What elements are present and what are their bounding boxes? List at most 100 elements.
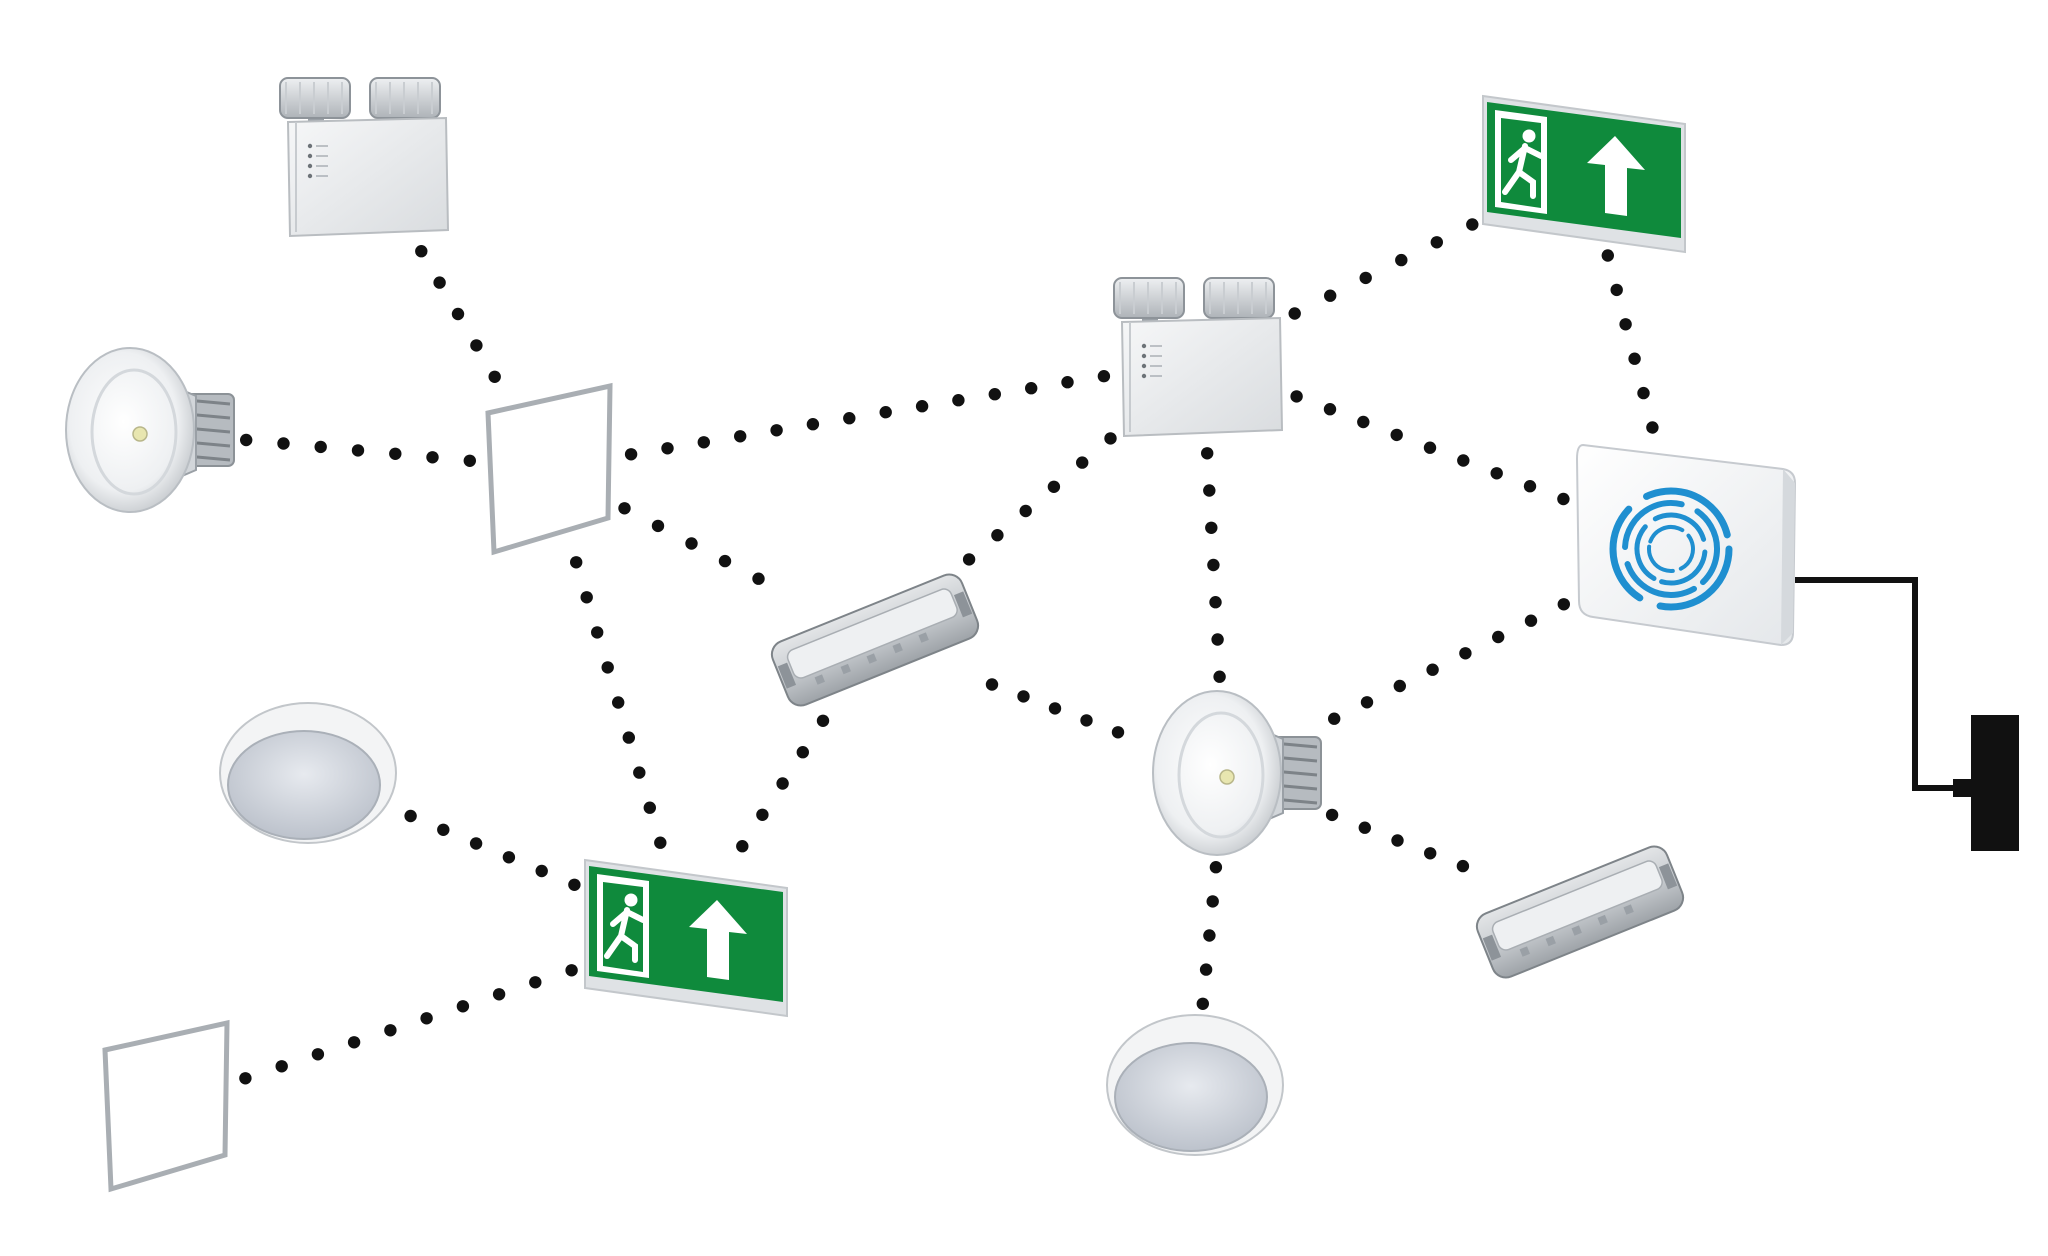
link-dot bbox=[469, 837, 483, 850]
link-dot bbox=[1328, 712, 1341, 725]
link-dot bbox=[1205, 521, 1218, 534]
link-dot bbox=[1201, 447, 1214, 460]
link-dot bbox=[488, 370, 501, 383]
link-dot bbox=[991, 529, 1004, 542]
link-dot bbox=[962, 553, 976, 566]
link-dot bbox=[843, 412, 856, 425]
emergency-downlight-icon bbox=[1152, 690, 1322, 856]
link-dot bbox=[796, 746, 809, 759]
running-man-exit-sign-icon bbox=[584, 858, 788, 1018]
link-dot bbox=[1466, 218, 1479, 231]
link-dot bbox=[591, 626, 604, 639]
link-dot bbox=[643, 801, 656, 814]
link-twinspot-2-to-exit-sign-1 bbox=[1288, 218, 1479, 320]
wall-socket-icon bbox=[1953, 715, 2019, 851]
link-dot bbox=[601, 661, 614, 674]
link-dot bbox=[314, 440, 327, 454]
link-dot bbox=[1456, 859, 1470, 873]
link-dot bbox=[1111, 726, 1125, 739]
link-dot bbox=[1430, 236, 1444, 249]
link-dot bbox=[718, 554, 732, 568]
link-exit-sign-2-to-panel-2 bbox=[239, 964, 578, 1085]
link-dot bbox=[1423, 441, 1437, 454]
link-dot bbox=[433, 276, 446, 289]
link-dot bbox=[384, 1024, 397, 1037]
bulkhead-light-icon bbox=[1475, 845, 1685, 979]
link-downlight-2-to-bulkhead-2 bbox=[1325, 808, 1470, 873]
link-bulkhead-1-to-downlight-2 bbox=[985, 678, 1125, 739]
link-dot bbox=[624, 448, 638, 461]
link-dot bbox=[1523, 480, 1537, 493]
link-dot bbox=[952, 394, 965, 407]
link-dot bbox=[1393, 679, 1407, 693]
link-dot bbox=[535, 864, 548, 878]
link-dot bbox=[1211, 633, 1224, 646]
link-dot bbox=[879, 406, 892, 419]
link-dot bbox=[633, 766, 646, 779]
link-dot bbox=[389, 447, 402, 460]
link-dot bbox=[1426, 663, 1439, 676]
link-dot bbox=[275, 1060, 288, 1073]
link-dot bbox=[437, 823, 450, 836]
link-dot bbox=[347, 1036, 361, 1049]
twin-spot-emergency-light-icon bbox=[279, 77, 450, 238]
link-dot bbox=[1557, 492, 1570, 506]
link-dot bbox=[1209, 596, 1222, 609]
link-dot bbox=[529, 976, 542, 989]
power-cable bbox=[1795, 577, 1975, 791]
link-dot bbox=[1357, 415, 1370, 429]
link-dot bbox=[1610, 283, 1623, 297]
link-dot bbox=[1025, 382, 1038, 395]
link-dot bbox=[770, 424, 783, 437]
link-dot bbox=[239, 1072, 252, 1085]
link-dot bbox=[756, 808, 769, 821]
link-dot bbox=[1047, 480, 1061, 493]
link-dot bbox=[1199, 963, 1213, 976]
link-gateway-hub-to-downlight-2 bbox=[1328, 598, 1571, 725]
link-dot bbox=[1097, 370, 1111, 383]
link-dot bbox=[1017, 690, 1030, 703]
link-dot bbox=[415, 245, 428, 258]
link-dot bbox=[1061, 376, 1074, 389]
link-dot bbox=[1358, 821, 1372, 834]
link-dot bbox=[651, 519, 665, 533]
link-downlight-1-to-panel-1 bbox=[240, 433, 476, 467]
link-dot bbox=[1391, 834, 1404, 847]
link-dot bbox=[1019, 504, 1032, 518]
link-dot bbox=[1360, 696, 1374, 709]
wireless-links bbox=[239, 218, 1659, 1085]
devices bbox=[65, 77, 2019, 1193]
led-panel-icon bbox=[102, 1019, 230, 1193]
link-dot bbox=[1619, 318, 1632, 331]
link-dot bbox=[915, 400, 929, 413]
link-dot bbox=[311, 1048, 325, 1061]
link-dot bbox=[426, 451, 439, 464]
link-dot bbox=[697, 436, 710, 449]
link-twinspot-1-to-panel-1 bbox=[415, 245, 501, 383]
link-dot bbox=[1424, 847, 1437, 860]
link-dot bbox=[1628, 352, 1641, 365]
link-dot bbox=[1209, 861, 1223, 874]
link-downlight-2-to-round-light-2 bbox=[1196, 861, 1223, 1010]
link-dot bbox=[1325, 808, 1339, 822]
link-dot bbox=[1390, 428, 1403, 442]
bulkhead-light-icon bbox=[770, 573, 980, 707]
emergency-downlight-icon bbox=[65, 347, 235, 513]
link-dot bbox=[420, 1012, 433, 1025]
wired-connection bbox=[1795, 577, 1975, 791]
link-dot bbox=[661, 442, 674, 455]
link-dot bbox=[734, 430, 747, 443]
twin-spot-emergency-light-icon bbox=[1113, 277, 1284, 438]
link-dot bbox=[612, 696, 625, 709]
link-dot bbox=[1557, 598, 1571, 611]
link-panel-1-to-twinspot-2 bbox=[624, 370, 1111, 461]
link-dot bbox=[1457, 454, 1470, 467]
link-dot bbox=[1646, 421, 1659, 434]
link-dot bbox=[277, 437, 290, 450]
link-dot bbox=[568, 878, 581, 891]
link-dot bbox=[1492, 630, 1505, 644]
link-dot bbox=[492, 988, 506, 1001]
link-dot bbox=[1076, 456, 1089, 469]
